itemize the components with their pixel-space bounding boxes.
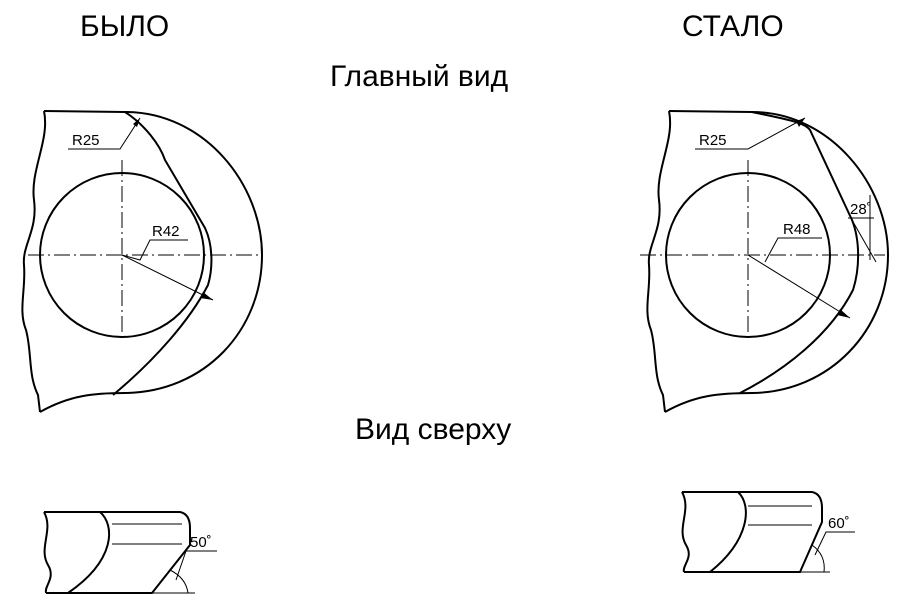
after-r48-radius [747,254,851,319]
before-top-outline [44,511,191,594]
after-top-chamfer-curve [709,491,747,573]
before-top-chamfer-curve [67,511,111,594]
before-top-edge [43,110,126,113]
before-50-leader [175,550,217,581]
before-r42-leader [121,239,188,261]
after-title: СТАЛО [682,10,784,43]
after-break-line [646,110,672,413]
after-60-leader [814,531,855,556]
before-50-label: 50˚ [190,534,212,551]
front-view-label: Главный вид [330,60,509,93]
before-top-break [43,511,52,594]
after-r48-arrow [837,309,850,318]
after-60-label: 60˚ [828,515,850,532]
before-cut-contour [112,111,213,396]
before-r25-arrow [133,118,140,127]
before-bottom-edge [39,392,126,413]
after-r48-leader [764,237,822,263]
before-title: БЫЛО [80,10,170,43]
after-cut-contour [739,111,860,394]
before-break-line [21,110,47,413]
before-r42-label: R42 [152,223,180,240]
after-outer-arc [751,111,890,394]
after-front-view: R25 R48 28˚ [640,110,890,413]
before-50-arc [169,569,189,594]
after-top-edge [668,110,753,113]
before-r25-label: R25 [72,132,100,149]
after-r25-label: R25 [699,132,727,149]
after-top-outline [682,491,823,573]
after-bottom-edge [664,392,753,413]
after-28-ext-slant [851,219,877,263]
after-top-view: 60˚ [681,491,855,573]
before-front-view: R25 R42 [21,110,264,413]
before-r25-leader [68,117,141,150]
after-top-break [681,491,690,573]
after-28-label: 28˚ [850,201,872,218]
after-r25-arrow [796,118,805,127]
before-outer-arc [124,111,264,394]
top-view-label: Вид сверху [355,413,512,446]
after-60-arc [811,544,825,573]
after-r48-label: R48 [783,221,811,238]
after-r25-leader [695,117,806,150]
before-r42-arrow [200,292,213,300]
before-top-view: 50˚ [43,511,217,594]
before-r42-radius [121,254,214,301]
